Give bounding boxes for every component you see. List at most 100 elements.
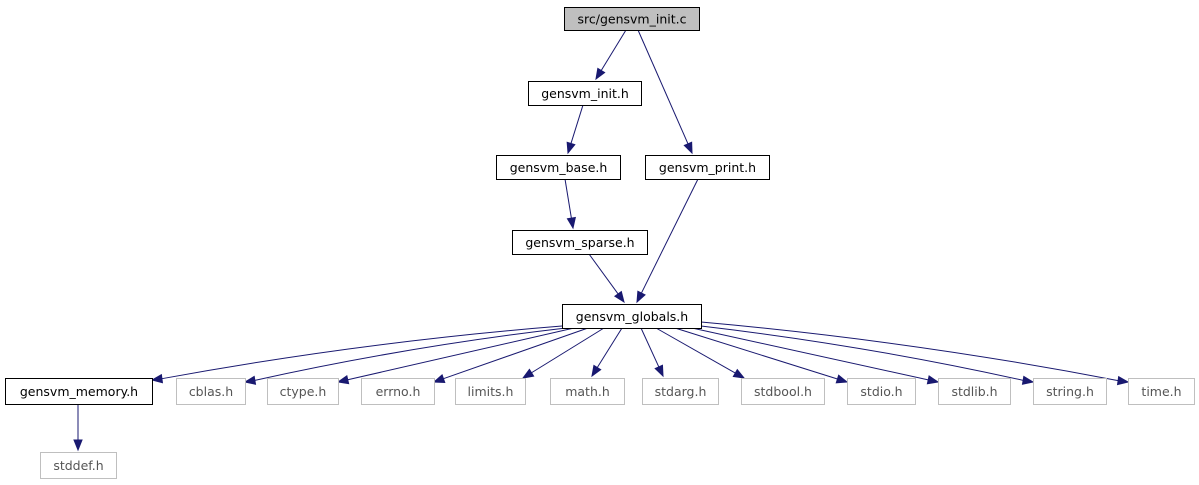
node-box: [1128, 378, 1195, 405]
edge-line: [347, 327, 575, 381]
node-label: gensvm_print.h: [659, 160, 756, 175]
arrow-head: [591, 364, 602, 378]
arrow-head: [521, 368, 535, 379]
edge-globals_h-to-memory_h: [150, 325, 563, 384]
edge-line: [564, 178, 572, 219]
node-stdio-h: stdio.h: [847, 378, 916, 405]
edge-line: [596, 327, 623, 368]
node-box: [5, 378, 153, 405]
node-box: [361, 378, 435, 405]
node-sparse-h[interactable]: gensvm_sparse.h: [512, 230, 648, 255]
edge-globals_h-to-errno_h: [432, 327, 589, 383]
arrow-head: [566, 141, 576, 155]
edge-line: [691, 327, 929, 381]
edge-globals_h-to-stdbool_h: [655, 327, 746, 379]
node-stdarg-h: stdarg.h: [642, 378, 719, 405]
arrow-head: [432, 374, 446, 383]
edge-memory_h-to-stddef_h: [73, 403, 83, 452]
arrow-head: [732, 368, 746, 379]
edge-line: [531, 327, 605, 374]
node-box: [741, 378, 825, 405]
node-label: math.h: [565, 384, 610, 399]
node-init-h[interactable]: gensvm_init.h: [528, 81, 642, 106]
node-string-h: string.h: [1033, 378, 1107, 405]
edge-init_c-to-init_h: [595, 29, 627, 81]
arrow-head: [243, 375, 257, 385]
node-box: [1033, 378, 1107, 405]
node-ctype-h: ctype.h: [267, 378, 339, 405]
node-memory-h[interactable]: gensvm_memory.h: [5, 378, 153, 405]
node-label: gensvm_init.h: [541, 86, 629, 101]
node-box: [528, 81, 642, 106]
node-cblas-h: cblas.h: [176, 378, 246, 405]
edge-line: [254, 327, 567, 381]
arrow-head: [835, 374, 849, 384]
node-label: stdbool.h: [754, 384, 812, 399]
node-label: stdlib.h: [951, 384, 997, 399]
edge-line: [674, 327, 838, 380]
edge-line: [443, 327, 589, 380]
edges-layer: [73, 29, 1130, 452]
nodes-layer: src/gensvm_init.c gensvm_init.h gensvm_bas…: [5, 7, 1195, 479]
node-label: string.h: [1046, 384, 1094, 399]
node-box: [564, 7, 700, 31]
node-label: stdio.h: [860, 384, 902, 399]
edge-line: [161, 325, 563, 380]
node-label: src/gensvm_init.c: [578, 12, 687, 27]
node-box: [455, 378, 526, 405]
arrow-head: [636, 290, 646, 304]
node-label: gensvm_base.h: [510, 160, 608, 175]
edge-globals_h-to-string_h: [700, 325, 1035, 385]
edge-globals_h-to-stdarg_h: [640, 327, 664, 378]
node-errno-h: errno.h: [361, 378, 435, 405]
arrow-head: [336, 375, 350, 385]
node-label: limits.h: [468, 384, 514, 399]
edge-globals_h-to-ctype_h: [336, 327, 575, 385]
node-globals-h[interactable]: gensvm_globals.h: [562, 304, 702, 329]
edge-line: [570, 104, 584, 144]
node-label: time.h: [1141, 384, 1181, 399]
arrow-head: [926, 375, 940, 385]
arrow-head: [654, 364, 664, 378]
node-box: [847, 378, 916, 405]
node-box: [40, 452, 117, 479]
edge-globals_h-to-math_h: [591, 327, 623, 378]
edge-line: [637, 29, 689, 145]
edge-line: [588, 253, 619, 295]
edge-line: [700, 321, 1119, 382]
edge-base_h-to-sparse_h: [564, 178, 576, 230]
arrow-head: [1116, 375, 1130, 386]
node-box: [642, 378, 719, 405]
node-box: [550, 378, 625, 405]
node-box: [938, 378, 1011, 405]
edge-sparse_h-to-globals_h: [588, 253, 625, 304]
arrow-head: [683, 141, 693, 155]
node-stdbool-h: stdbool.h: [741, 378, 825, 405]
node-stddef-h: stddef.h: [40, 452, 117, 479]
node-base-h[interactable]: gensvm_base.h: [496, 155, 621, 180]
node-box: [176, 378, 246, 405]
arrow-head: [566, 216, 576, 230]
node-box: [267, 378, 339, 405]
node-box: [562, 304, 702, 329]
edge-globals_h-to-stdio_h: [674, 327, 849, 384]
edge-line: [640, 327, 660, 368]
arrow-head: [613, 290, 625, 304]
node-label: ctype.h: [280, 384, 327, 399]
arrow-head: [73, 439, 83, 452]
edge-globals_h-to-time_h: [700, 321, 1130, 386]
node-time-h: time.h: [1128, 378, 1195, 405]
node-label: cblas.h: [189, 384, 233, 399]
node-math-h: math.h: [550, 378, 625, 405]
edge-globals_h-to-stdlib_h: [691, 327, 940, 385]
edge-line: [640, 178, 699, 294]
node-label: stddef.h: [53, 458, 103, 473]
node-print-h[interactable]: gensvm_print.h: [645, 155, 770, 180]
edge-line: [700, 325, 1024, 381]
edge-init_h-to-base_h: [566, 104, 584, 155]
edge-globals_h-to-limits_h: [521, 327, 605, 379]
node-init-c[interactable]: src/gensvm_init.c: [564, 7, 700, 31]
arrow-head: [595, 67, 606, 81]
node-label: errno.h: [376, 384, 421, 399]
